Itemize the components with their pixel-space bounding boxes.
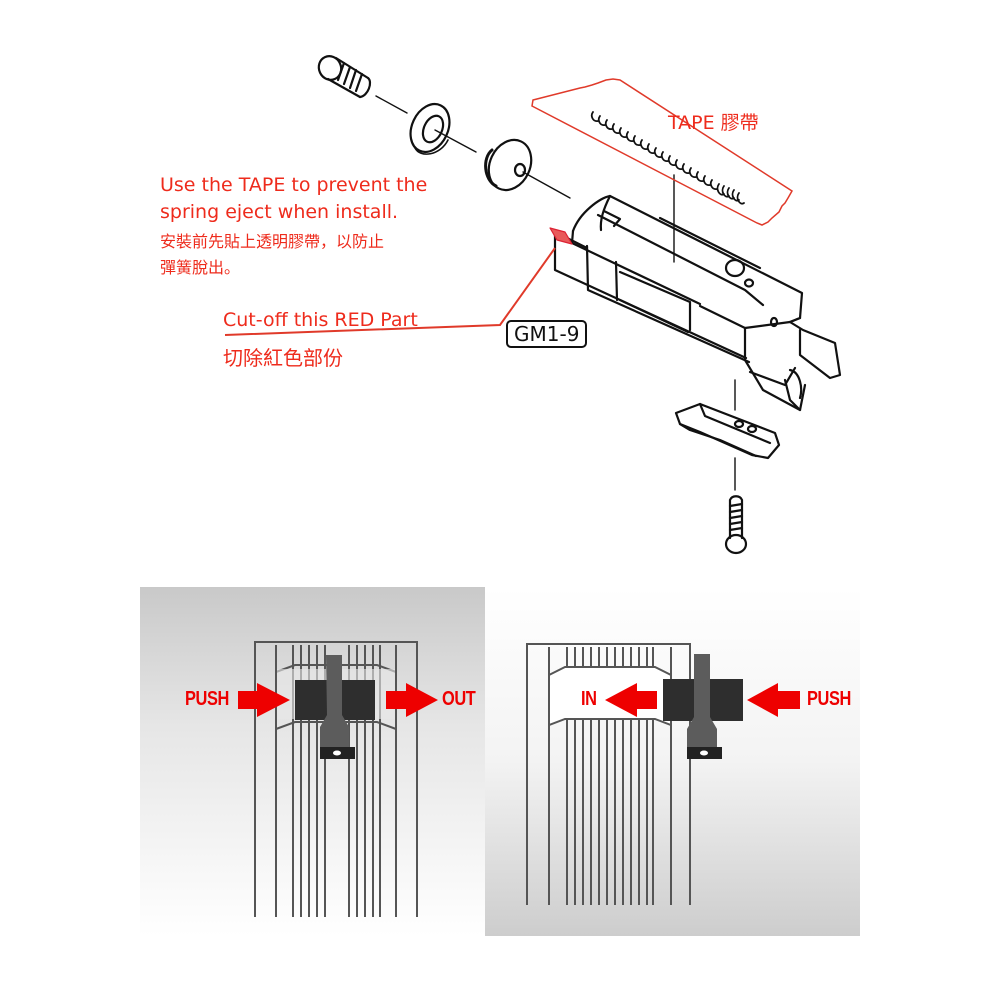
cut-instruction-en: Cut-off this RED Part bbox=[223, 309, 418, 331]
out-arrow-right-icon bbox=[386, 683, 438, 717]
panel-push-out: PUSH OUT bbox=[140, 587, 485, 936]
pin-icon bbox=[687, 654, 717, 747]
tape-instruction-zh-line2: 彈簧脫出。 bbox=[160, 258, 241, 277]
tape-instruction-en-line2: spring eject when install. bbox=[160, 201, 399, 223]
push-arrow-left-icon bbox=[747, 683, 800, 717]
housing-front-view-right bbox=[526, 643, 800, 905]
plug-cap-icon bbox=[484, 138, 533, 192]
washer-icon bbox=[409, 102, 451, 155]
cut-instruction-zh: 切除紅色部份 bbox=[223, 346, 343, 370]
panel-in-push: IN PUSH bbox=[485, 587, 860, 936]
pin-icon bbox=[320, 655, 349, 747]
cut-leader-line bbox=[224, 247, 556, 336]
push-label-left: PUSH bbox=[185, 688, 229, 710]
screw-top-icon bbox=[317, 55, 372, 99]
spring-icon bbox=[590, 111, 745, 205]
part-code-label: GM1-9 bbox=[506, 320, 588, 348]
in-label: IN bbox=[581, 688, 597, 710]
in-arrow-left-icon bbox=[605, 683, 657, 717]
push-label-right: PUSH bbox=[807, 688, 851, 710]
bottom-block-icon bbox=[674, 402, 781, 460]
exploded-parts-drawing bbox=[224, 55, 842, 555]
screw-bottom-icon bbox=[724, 495, 748, 555]
housing-front-view-left bbox=[238, 641, 438, 917]
tape-instruction-zh-line1: 安裝前先貼上透明膠帶，以防止 bbox=[160, 232, 385, 251]
exploded-diagram: Use the TAPE to prevent the spring eject… bbox=[160, 55, 842, 555]
tape-instruction-en-line1: Use the TAPE to prevent the bbox=[160, 174, 428, 196]
out-label: OUT bbox=[442, 688, 476, 710]
housing-body-icon bbox=[553, 194, 842, 412]
tape-outline-icon bbox=[531, 78, 794, 226]
push-arrow-right-icon bbox=[238, 683, 290, 717]
tape-label: TAPE 膠帶 bbox=[668, 112, 759, 134]
